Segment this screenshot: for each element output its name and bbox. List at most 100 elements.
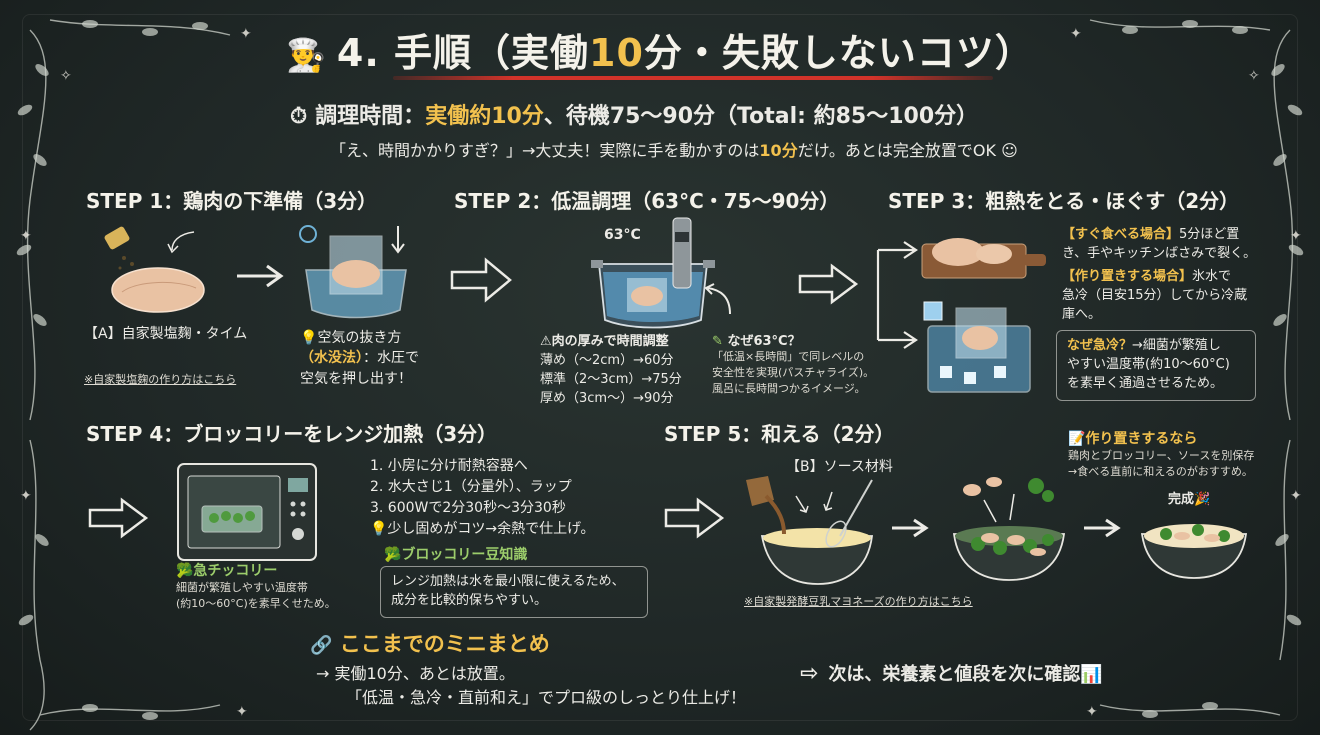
step3-why-body3: を素早く通過させるため。 <box>1067 375 1224 391</box>
title-highlight: 10 <box>589 31 644 75</box>
step3-now: 【すぐ食べる場合】5分ほど置 き、手やキッチンばさみで裂く。 <box>1062 226 1256 264</box>
big-arrow-icon <box>664 497 725 539</box>
step3-prep-title: 【作り置きする場合】 <box>1062 269 1193 284</box>
arrow-icon <box>892 518 929 538</box>
step5-prep: 📝作り置きするなら 鶏肉とブロッコリー、ソースを別保存 →食べる直前に和えるのが… <box>1068 428 1254 480</box>
step4-list-item1: 1. 小房に分け耐熱容器へ <box>370 458 528 474</box>
title-number: 4. <box>336 31 380 75</box>
step1-label-a: 【A】自家製塩麹・タイム <box>84 326 248 342</box>
chalk-frame <box>22 14 1298 721</box>
branch-arrow-icon <box>876 241 918 349</box>
note-after: だけ。あとは完全放置でOK ☺ <box>797 141 1018 160</box>
step4-list-item3: 3. 600Wで2分30秒〜3分30秒 <box>370 500 566 516</box>
step2-why-line2: 安全性を実現(パスチャライズ)。 <box>712 365 875 379</box>
note-before: 「え、時間かかりすぎ？」→大丈夫！実際に手を動かすのは <box>330 141 760 160</box>
step1-tip: 💡空気の抜き方 （水没法）：水圧で 空気を押し出す！ <box>300 328 419 389</box>
big-arrow-icon <box>88 497 149 539</box>
step1-tip-body1: ：水圧で <box>363 350 419 367</box>
svg-text:✦: ✦ <box>1086 704 1098 720</box>
step3-prep-body3: 庫へ。 <box>1062 306 1102 322</box>
svg-text:✦: ✦ <box>1290 228 1302 244</box>
step2-warn-title: ⚠肉の厚みで時間調整 <box>540 334 669 349</box>
step5-prep-title: 📝作り置きするなら <box>1068 431 1198 447</box>
summary-title: 🔗 ここまでのミニまとめ <box>310 628 550 658</box>
step3-why-box: なぜ急冷？→細菌が繁殖し やすい温度帯(約10〜60°C) を素早く通過させるた… <box>1056 330 1256 401</box>
step2-rows: 薄め（〜2cm）→60分 標準（2〜3cm）→75分 厚め（3cm〜）→90分 <box>540 352 682 409</box>
step3-now-body2: き、手やキッチンばさみで裂く。 <box>1062 245 1257 261</box>
note-highlight: 10分 <box>759 141 798 160</box>
step3-why-body1: →細菌が繁殖し <box>1132 338 1221 353</box>
next-text: 次は、栄養素と値段を次に確認📊 <box>828 664 1103 685</box>
chef-icon: 👨‍🍳 <box>286 36 327 74</box>
page-title: 👨‍🍳4. 手順（実働10分・失敗しないコツ） <box>0 22 1320 77</box>
step3-now-body1: 5分ほど置 <box>1179 227 1240 242</box>
mixing-bowl-illustration <box>952 477 1066 581</box>
step2-temp: 63°C <box>604 227 641 243</box>
lightbulb-icon: 💡 <box>300 330 318 346</box>
summary-line1: → 実働10分、あとは放置。 <box>316 664 515 683</box>
step4-list: 1. 小房に分け耐熱容器へ 2. 水大さじ1（分量外）、ラップ 3. 600Wで… <box>370 456 594 540</box>
step1-tip-body2: 空気を押し出す！ <box>300 370 412 387</box>
title-rest: 分・失敗しないコツ） <box>643 31 1034 75</box>
curved-arrow-icon <box>704 283 731 315</box>
big-arrow-icon <box>798 263 859 305</box>
step4-heading: STEP 4：ブロッコリーをレンジ加熱（3分） <box>86 422 498 446</box>
sous-vide-pot-illustration <box>591 217 715 329</box>
step1-heading: STEP 1：鶏肉の下準備（3分） <box>86 189 378 213</box>
step4-trivia: 🥦ブロッコリー豆知識 レンジ加熱は水を最小限に使えるため、 成分を比較的保ちやす… <box>380 544 648 618</box>
cutting-board-illustration <box>921 238 1046 279</box>
svg-text:✧: ✧ <box>60 68 72 84</box>
step3-why-title: なぜ急冷？ <box>1067 338 1133 353</box>
svg-text:✦: ✦ <box>20 228 32 244</box>
step2-why-title-text: なぜ63°C？ <box>727 334 801 349</box>
step4-quick: 🥦急チッコリー 細菌が繁殖しやすい温度帯 (約10〜60°C)を素早くせため。 <box>176 560 336 612</box>
step4-trivia-title: 🥦ブロッコリー豆知識 <box>384 547 528 563</box>
step5-done: 完成🎉 <box>1168 492 1211 507</box>
next-section-pointer[interactable]: ⇨ 次は、栄養素と値段を次に確認📊 <box>800 660 1103 686</box>
cook-time-label: 調理時間： <box>315 104 426 129</box>
step2-why: ✎ なぜ63°C？ 「低温×長時間」で同レベルの 安全性を実現(パスチャライズ)… <box>712 330 874 397</box>
pencil-icon: ✎ <box>712 334 723 349</box>
step3-why-body2: やすい温度帯(約10〜60°C) <box>1067 356 1230 372</box>
step3-prep: 【作り置きする場合】氷水で 急冷（目安15分）してから冷蔵 庫へ。 <box>1062 268 1247 325</box>
arrow-icon <box>1084 518 1121 538</box>
title-underline <box>393 76 993 80</box>
cook-time: ⏱調理時間：実働約10分、待機75〜90分（Total: 約85〜100分） <box>290 98 978 130</box>
hollow-arrow-icon: ⇨ <box>800 661 819 686</box>
step2-why-line3: 風呂に長時間つかるイメージ。 <box>712 381 866 395</box>
summary-title-text: ここまでのミニまとめ <box>339 632 550 656</box>
step2-row-standard: 標準（2〜3cm）→75分 <box>540 371 682 387</box>
step5-prep-line2: →食べる直前に和えるのがおすすめ。 <box>1068 464 1253 478</box>
svg-text:✧: ✧ <box>1248 68 1260 84</box>
step3-now-title: 【すぐ食べる場合】 <box>1062 227 1180 242</box>
step4-trivia-box: レンジ加熱は水を最小限に使えるため、 成分を比較的保ちやすい。 <box>380 566 648 618</box>
svg-text:✦: ✦ <box>240 26 252 42</box>
svg-text:✦: ✦ <box>1070 26 1082 42</box>
svg-text:✦: ✦ <box>1290 488 1302 504</box>
chicken-breast-illustration <box>104 226 205 313</box>
arrow-icon <box>237 264 284 288</box>
bag-in-water-illustration <box>299 225 407 319</box>
link-icon: 🔗 <box>310 635 333 656</box>
microwave-illustration <box>177 463 317 561</box>
title-main: 手順（実働 <box>394 31 590 75</box>
step2-why-title: ✎ なぜ63°C？ <box>712 330 874 349</box>
step4-quick-title: 🥦急チッコリー <box>176 563 278 579</box>
step3-prep-body2: 急冷（目安15分）してから冷蔵 <box>1062 287 1248 303</box>
step5-link[interactable]: ※自家製発酵豆乳マヨネーズの作り方はこちら <box>744 595 973 608</box>
step5-heading: STEP 5：和える（2分） <box>664 422 895 446</box>
step2-heading: STEP 2：低温調理（63°C・75〜90分） <box>454 189 840 213</box>
step3-heading: STEP 3：粗熱をとる・ほぐす（2分） <box>888 189 1240 213</box>
step4-quick-line2: (約10〜60°C)を素早くせため。 <box>176 596 336 610</box>
svg-text:✦: ✦ <box>236 704 248 720</box>
svg-text:✦: ✦ <box>20 488 32 504</box>
step3-prep-body1: 氷水で <box>1192 269 1232 284</box>
step4-trivia-line1: レンジ加熱は水を最小限に使えるため、 <box>391 574 625 589</box>
step1-tip-title: 空気の抜き方 <box>317 330 402 346</box>
reassurance-note: 「え、時間かかりすぎ？」→大丈夫！実際に手を動かすのは10分だけ。あとは完全放置… <box>330 137 1018 161</box>
ice-bath-illustration <box>923 301 1031 393</box>
step1-link[interactable]: ※自家製塩麹の作り方はこちら <box>84 373 237 386</box>
step1-tip-method: （水没法） <box>300 350 363 367</box>
